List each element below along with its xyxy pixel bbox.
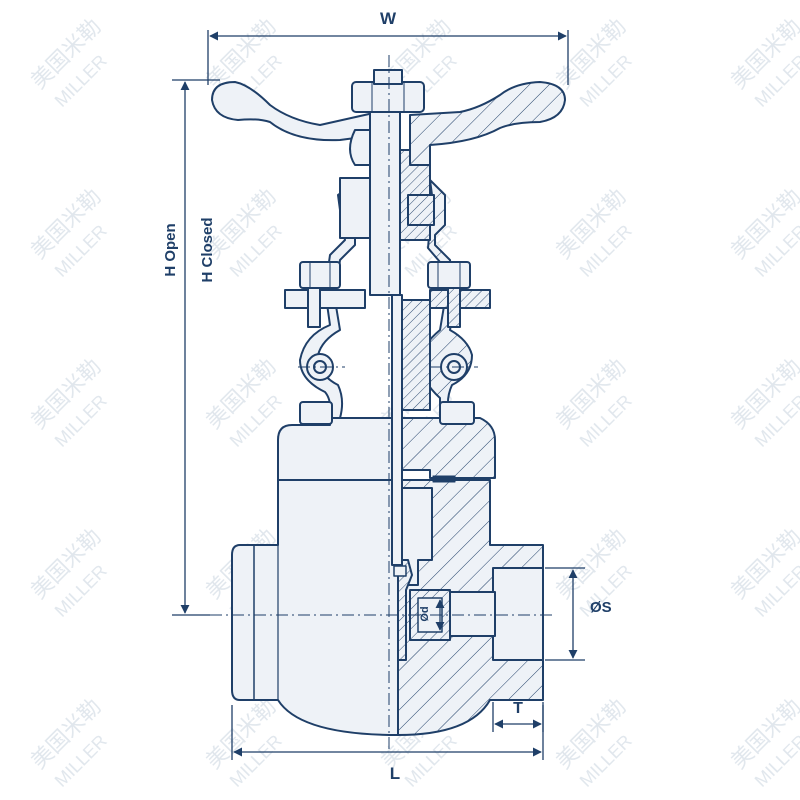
packing-chamber	[399, 299, 431, 411]
valve-stem-lower	[391, 294, 403, 566]
label-l: L	[390, 764, 400, 783]
gland-nut-right	[427, 261, 471, 289]
bonnet-section	[397, 417, 496, 479]
gland-flange-left	[284, 289, 366, 309]
bonnet-bolt-right	[439, 401, 475, 425]
label-t: T	[513, 700, 523, 717]
handwheel-nut	[351, 81, 425, 113]
bonnet-bolt-left	[299, 401, 333, 425]
stem-top	[373, 69, 403, 85]
valve-body-exterior	[231, 479, 399, 736]
bonnet-exterior	[277, 417, 399, 481]
gate-hook	[393, 565, 407, 577]
gate-wedge	[397, 559, 413, 661]
gland-nut-left	[299, 261, 341, 289]
stem-nut-collar	[407, 194, 435, 226]
socket-cavity	[492, 567, 544, 661]
handwheel-right-spoke	[409, 81, 566, 166]
valve-stem	[369, 99, 401, 296]
bonnet-gasket	[432, 475, 456, 483]
handwheel-left-spoke	[211, 81, 379, 142]
label-h-open: H Open	[162, 223, 179, 276]
label-d: Ød	[419, 606, 431, 621]
label-w: W	[380, 9, 397, 28]
bore-passage	[449, 591, 496, 637]
label-s: ØS	[590, 599, 612, 616]
label-h-closed: H Closed	[199, 217, 216, 282]
